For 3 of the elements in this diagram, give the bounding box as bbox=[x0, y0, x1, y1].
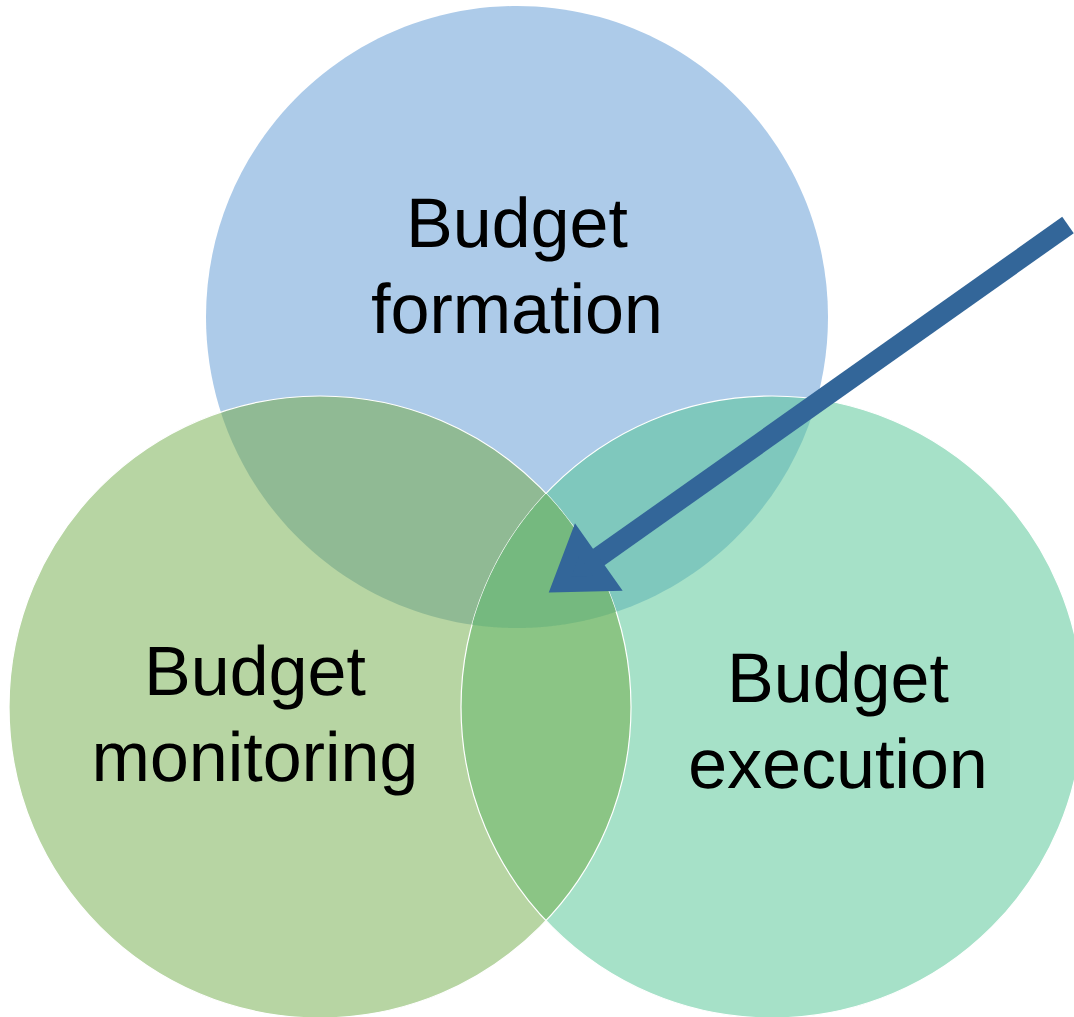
circle-label: Budget execution bbox=[691, 651, 984, 789]
circle-label: Budget monitoring bbox=[96, 644, 414, 796]
circle-label: Budget formation bbox=[372, 196, 659, 334]
